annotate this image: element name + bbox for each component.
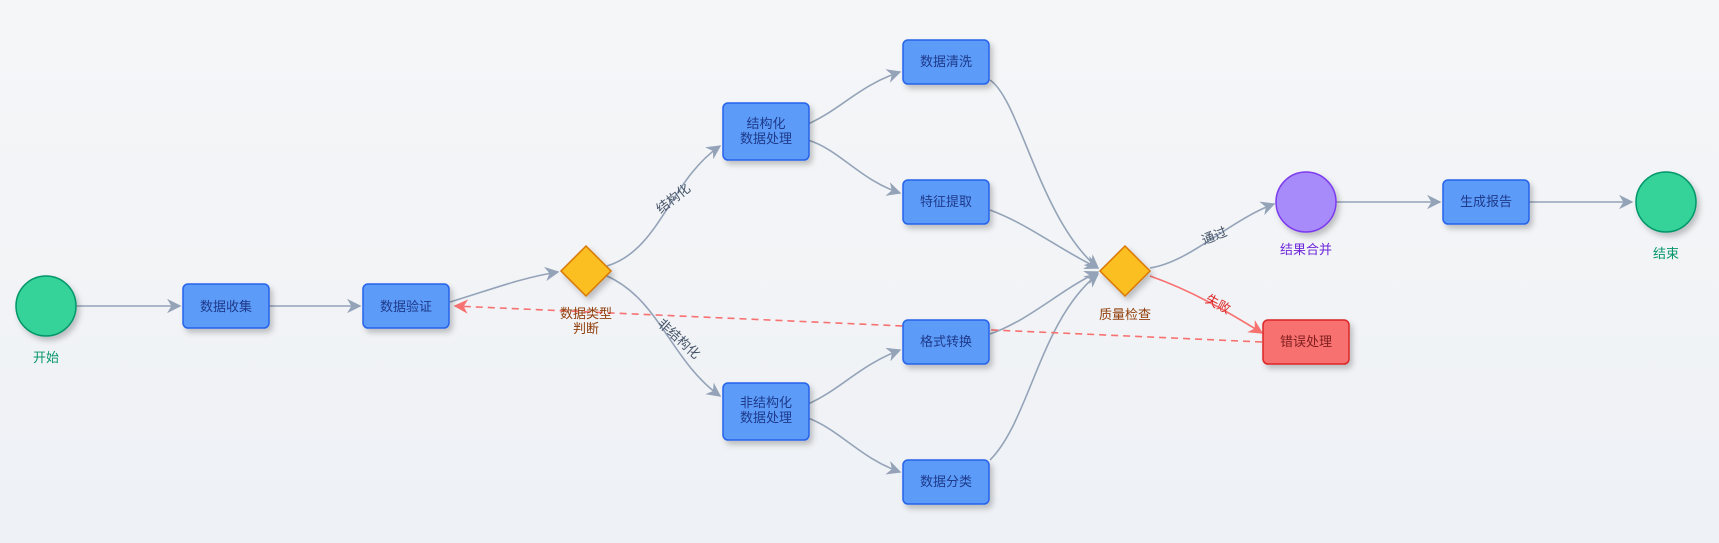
process-label-clean: 数据清洗 [920,55,972,70]
edge-classify-quality [989,273,1100,461]
edge-quality-merge [1149,201,1276,269]
end-label: 结束 [1653,247,1679,262]
process-label-classify: 数据分类 [920,475,972,490]
edge-label-fail: 失败 [1203,292,1233,317]
merge-label-results: 结果合并 [1280,243,1332,258]
edge-label-structured: 结构化 [654,181,694,217]
process-label-features: 特征提取 [920,194,972,210]
edge-label-unstructured: 非结构化 [654,316,703,362]
edge-structured-features [807,139,902,196]
process-node-structured[interactable]: 结构化 数据处理 [722,102,810,161]
process-label-convert: 格式转换 [920,334,972,350]
start-label: 开始 [33,351,59,366]
process-label-collect: 数据收集 [200,299,252,315]
edge-validate-decision [449,266,560,303]
process-label-unstructured-line2: 数据处理 [740,411,792,426]
edge-convert-quality [989,271,1100,335]
edge-structured-clean [807,69,902,125]
decision-node-quality-check[interactable] [1098,244,1152,298]
start-node[interactable] [15,275,77,337]
edge-label-pass: 通过 [1200,225,1230,249]
decision-node-data-type[interactable] [559,244,613,298]
process-node-unstructured[interactable]: 非结构化 数据处理 [722,382,810,441]
process-label-validate: 数据验证 [380,299,432,315]
process-node-classify[interactable]: 数据分类 [902,459,990,505]
decision-label-data-type-line2: 判断 [573,322,599,337]
process-label-unstructured-line1: 非结构化 [740,396,792,411]
edge-clean-quality [989,79,1100,269]
process-label-structured-line1: 结构化 [746,117,785,132]
process-node-features[interactable]: 特征提取 [902,179,990,225]
process-node-validate[interactable]: 数据验证 [362,283,450,329]
edge-features-quality [989,209,1100,269]
merge-node-results[interactable] [1275,171,1337,233]
process-node-collect[interactable]: 数据收集 [182,283,270,329]
process-label-report: 生成报告 [1460,195,1512,210]
edge-decision-structured [606,145,722,267]
process-label-structured-line2: 数据处理 [740,132,792,147]
process-node-clean[interactable]: 数据清洗 [902,39,990,85]
process-label-error: 错误处理 [1280,335,1332,350]
edge-unstructured-classify [807,417,902,475]
edge-quality-error [1149,275,1264,334]
process-node-report[interactable]: 生成报告 [1442,179,1530,225]
process-node-convert[interactable]: 格式转换 [902,319,990,365]
process-node-error[interactable]: 错误处理 [1262,319,1350,365]
edge-unstructured-convert [807,347,902,405]
end-node[interactable] [1635,171,1697,233]
edge-decision-unstructured [606,275,722,397]
edge-error-validate-retry [453,299,1263,343]
decision-label-quality-check: 质量检查 [1099,308,1151,323]
edges [76,69,1634,475]
decision-label-data-type-line1: 数据类型 [560,307,612,322]
